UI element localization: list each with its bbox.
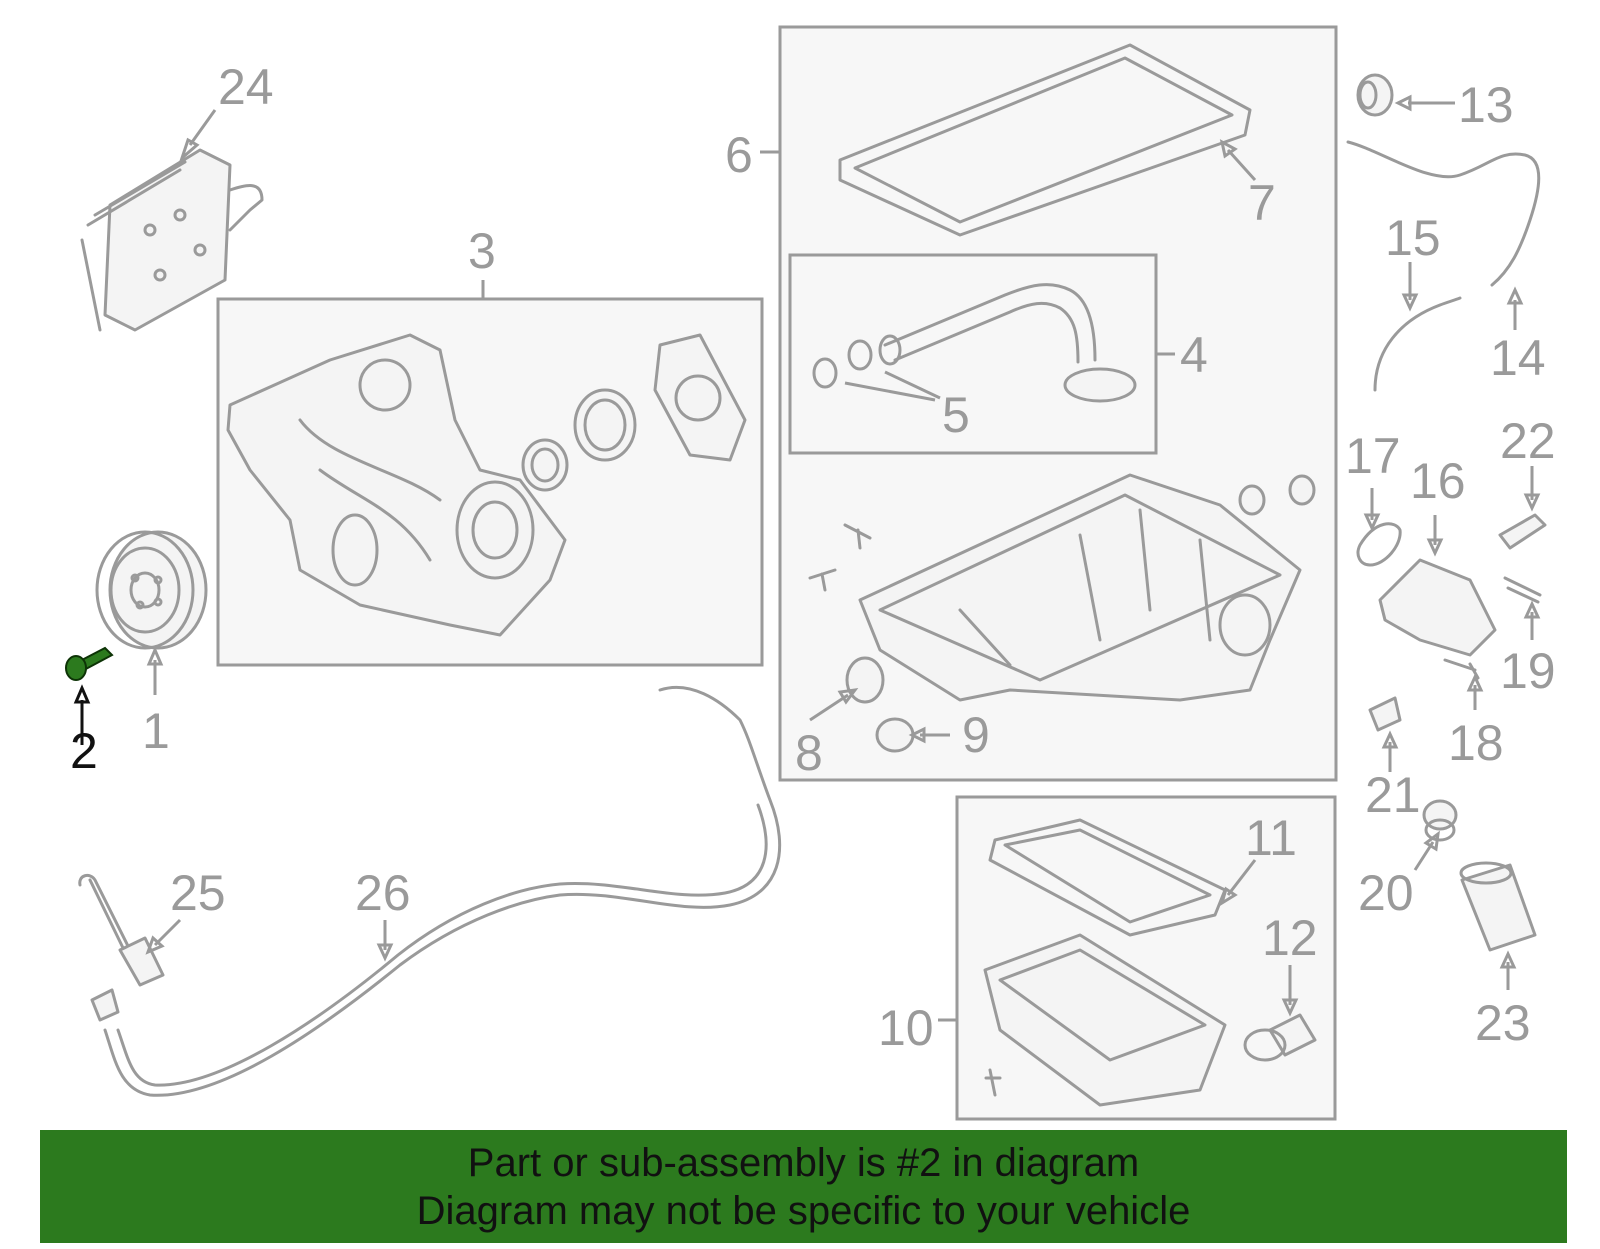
callout-18: 18 <box>1448 715 1504 771</box>
oil-filter-part[interactable] <box>1459 861 1537 952</box>
dipstick-cap-part[interactable] <box>1356 73 1394 117</box>
callout-1: 1 <box>142 703 170 759</box>
crankshaft-pulley-part[interactable] <box>95 530 208 650</box>
temp-sensor-part[interactable] <box>1503 576 1542 604</box>
oil-pickup-tube-part[interactable] <box>878 283 1137 403</box>
banner-line-2: Diagram may not be specific to your vehi… <box>416 1188 1191 1233</box>
small-gasket-part[interactable] <box>1356 522 1402 567</box>
housing-bolt-part[interactable] <box>1443 658 1480 680</box>
callout-10: 10 <box>878 1000 934 1056</box>
callout-6: 6 <box>725 127 753 183</box>
callout-13: 13 <box>1458 77 1514 133</box>
front-seal-small-part[interactable] <box>521 438 569 492</box>
oil-cooler-part[interactable] <box>80 148 264 332</box>
solenoid-valve-part[interactable] <box>1243 1013 1317 1062</box>
callout-14: 14 <box>1490 330 1546 386</box>
lower-oil-pan-part[interactable] <box>983 933 1227 1107</box>
crankshaft-bolt-part[interactable] <box>65 646 114 681</box>
callout-25: 25 <box>170 865 226 921</box>
callout-20: 20 <box>1358 865 1414 921</box>
o-ring-b-part[interactable] <box>847 339 873 371</box>
oil-housing-part[interactable] <box>1378 558 1497 657</box>
callout-3: 3 <box>468 223 496 279</box>
callout-26: 26 <box>355 865 411 921</box>
dipstick-part[interactable] <box>1373 296 1462 392</box>
lower-drain-plug-part[interactable] <box>984 1068 1002 1097</box>
heater-connector-part[interactable] <box>90 988 120 1022</box>
pressure-sensor-part[interactable] <box>1498 513 1547 550</box>
callout-21: 21 <box>1365 767 1421 823</box>
callout-23: 23 <box>1475 995 1531 1051</box>
callout-7: 7 <box>1248 175 1276 231</box>
lower-pan-gasket-inner <box>1003 828 1212 924</box>
upper-pan-gasket-part[interactable] <box>838 43 1252 237</box>
plug-upper-a-part[interactable] <box>1238 474 1316 516</box>
callout-15: 15 <box>1385 210 1441 266</box>
dipstick-tube-part[interactable] <box>1346 140 1541 287</box>
oil-level-sensor-part[interactable] <box>1368 696 1402 732</box>
callout-9: 9 <box>962 707 990 763</box>
block-heater-part[interactable] <box>78 873 165 987</box>
callout-4: 4 <box>1180 327 1208 383</box>
callout-24: 24 <box>218 59 274 115</box>
lower-oil-pan-inner <box>998 948 1207 1062</box>
callout-5: 5 <box>942 387 970 443</box>
callout-17: 17 <box>1345 428 1401 484</box>
lower-pan-gasket-part[interactable] <box>988 818 1227 937</box>
callout-12: 12 <box>1262 910 1318 966</box>
box-pickup-tube-group <box>788 253 1158 455</box>
callout-19: 19 <box>1500 643 1556 699</box>
filter-adapter-part[interactable] <box>1422 799 1458 842</box>
upper-pan-gasket-inner <box>853 56 1234 224</box>
parts-diagram: 24 1 2 3 6 7 4 5 8 9 10 11 12 13 14 15 1… <box>65 25 1556 1121</box>
front-seal-large-part[interactable] <box>573 388 637 462</box>
callout-16: 16 <box>1410 453 1466 509</box>
rear-seal-carrier-part[interactable] <box>653 333 747 462</box>
info-banner: Part or sub-assembly is #2 in diagram Di… <box>40 1130 1567 1243</box>
stud-a-part[interactable] <box>808 523 872 592</box>
heater-cord-inner <box>116 803 768 1087</box>
upper-oil-pan-part[interactable] <box>858 473 1302 702</box>
grommet-part[interactable] <box>875 717 915 753</box>
heater-cord-part[interactable] <box>103 685 782 1097</box>
callout-2: 2 <box>70 723 98 779</box>
callout-11: 11 <box>1245 810 1297 866</box>
callout-8: 8 <box>795 725 823 781</box>
callout-22: 22 <box>1500 413 1556 469</box>
timing-cover-part[interactable] <box>226 333 567 637</box>
leader-lines <box>73 94 1541 1022</box>
banner-line-1: Part or sub-assembly is #2 in diagram <box>467 1140 1140 1185</box>
o-ring-a-part[interactable] <box>812 357 838 389</box>
